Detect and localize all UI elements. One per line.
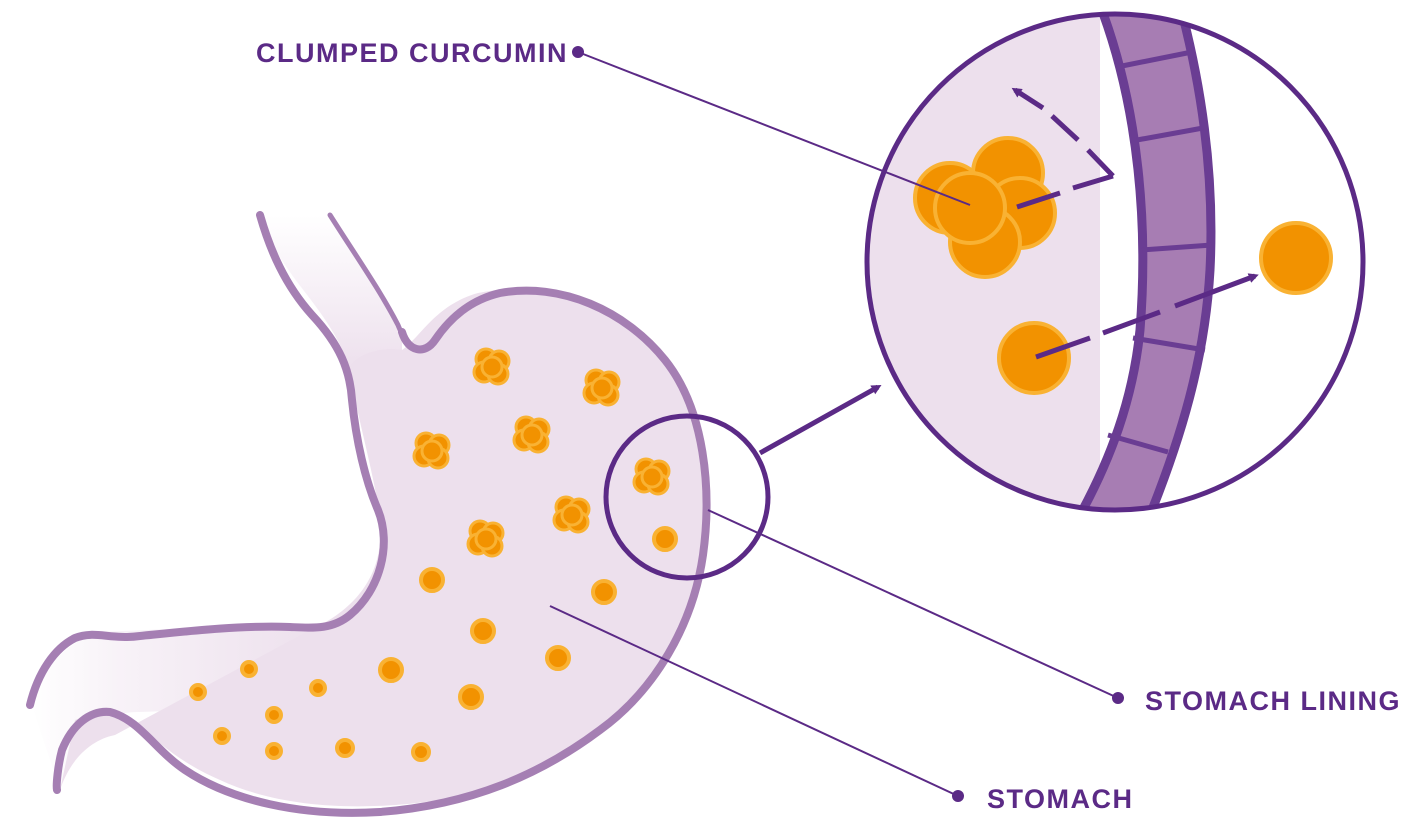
curcumin-particle [421, 569, 443, 591]
curcumin-clump-particle [522, 425, 542, 445]
curcumin-particle [267, 708, 281, 722]
zoom-arrow [760, 387, 878, 453]
curcumin-clump-particle [476, 529, 496, 549]
curcumin-particle [654, 528, 676, 550]
zoom-particle-inside [999, 323, 1069, 393]
curcumin-particle [413, 744, 429, 760]
curcumin-particle [547, 647, 569, 669]
curcumin-clump-particle [562, 505, 582, 525]
curcumin-particle [215, 729, 229, 743]
zoom-view [867, 0, 1423, 520]
curcumin-particle [311, 681, 325, 695]
curcumin-particle [460, 686, 482, 708]
curcumin-particle [593, 581, 615, 603]
curcumin-clump-particle [482, 357, 502, 377]
curcumin-particle [380, 659, 402, 681]
label-clumped-curcumin: CLUMPED CURCUMIN [256, 38, 568, 68]
curcumin-particle [267, 744, 281, 758]
curcumin-clump-particle [642, 467, 662, 487]
callout-stomach-lining: STOMACH LINING [708, 510, 1401, 716]
curcumin-particle [472, 620, 494, 642]
label-stomach-lining: STOMACH LINING [1145, 686, 1401, 716]
curcumin-particle [191, 685, 205, 699]
curcumin-particle [242, 662, 256, 676]
label-stomach: STOMACH [987, 784, 1134, 814]
callout-clumped-curcumin: CLUMPED CURCUMIN [256, 38, 970, 205]
curcumin-particle [337, 740, 353, 756]
curcumin-clump-particle [592, 378, 612, 398]
curcumin-clump-particle [422, 441, 442, 461]
zoom-particle-absorbed [1261, 223, 1331, 293]
